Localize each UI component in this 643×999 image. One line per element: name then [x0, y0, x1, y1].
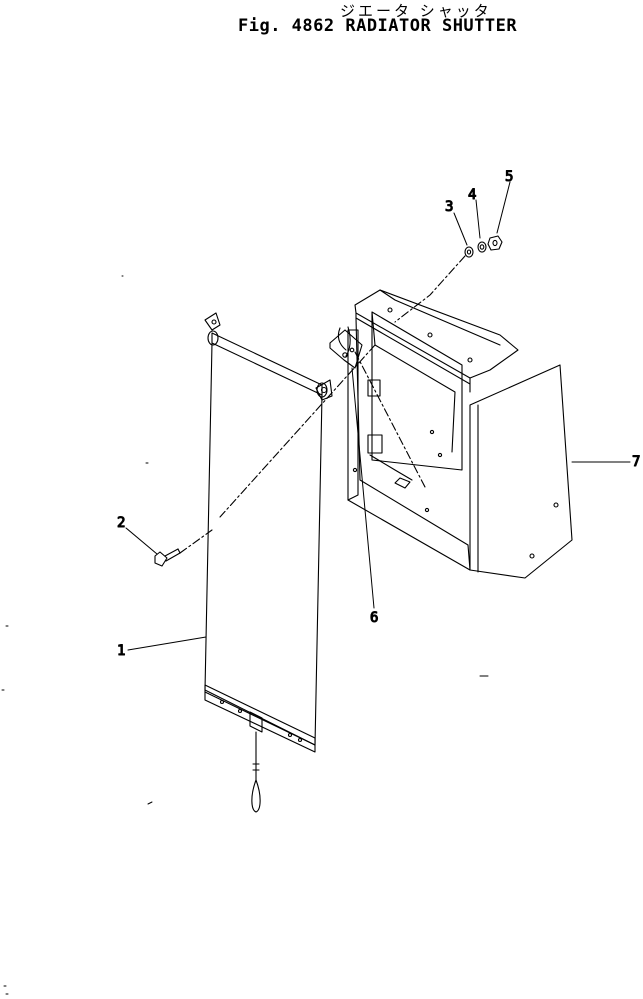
- side-cover-plate: [469, 364, 573, 579]
- callout-4: 4: [468, 187, 476, 203]
- callout-7: 7: [632, 454, 640, 470]
- bolt: [154, 548, 181, 567]
- lock-washer: [477, 241, 487, 253]
- radiator-frame: [347, 289, 519, 571]
- roller-shutter: [204, 312, 333, 813]
- callout-2: 2: [117, 515, 125, 531]
- shutter-bracket: [329, 326, 363, 369]
- leader-line: [125, 181, 631, 651]
- figure-title: Fig. 4862 RADIATOR SHUTTER: [238, 16, 518, 36]
- callout-3: 3: [445, 199, 453, 215]
- callout-5: 5: [505, 169, 513, 185]
- scan-speck: [1, 275, 489, 995]
- nut: [487, 235, 503, 251]
- figure-title-japanese: ジエータ シャッタ: [340, 2, 492, 20]
- assembly-line: [179, 255, 466, 554]
- callout-6: 6: [370, 610, 378, 626]
- callout-1: 1: [117, 643, 125, 659]
- washer: [464, 246, 474, 258]
